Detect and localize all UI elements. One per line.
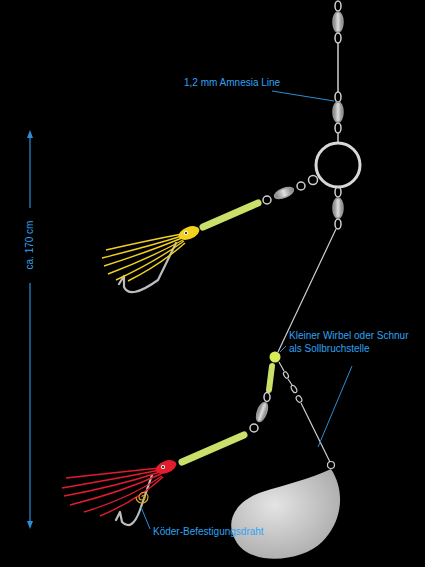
line-label: 1,2 mm Amnesia Line — [184, 77, 280, 90]
main-line — [278, 1, 360, 352]
upper-lure — [102, 176, 318, 293]
callout-label: Köder-Befestigungsdraht — [153, 526, 264, 539]
dimension-label: ca. 170 cm — [24, 221, 37, 270]
lower-lure — [62, 366, 272, 525]
dimension-line — [27, 130, 33, 529]
leader-lines — [141, 91, 352, 529]
callout-label: Kleiner Wirbel oder Schnur als Sollbruch… — [289, 330, 421, 355]
